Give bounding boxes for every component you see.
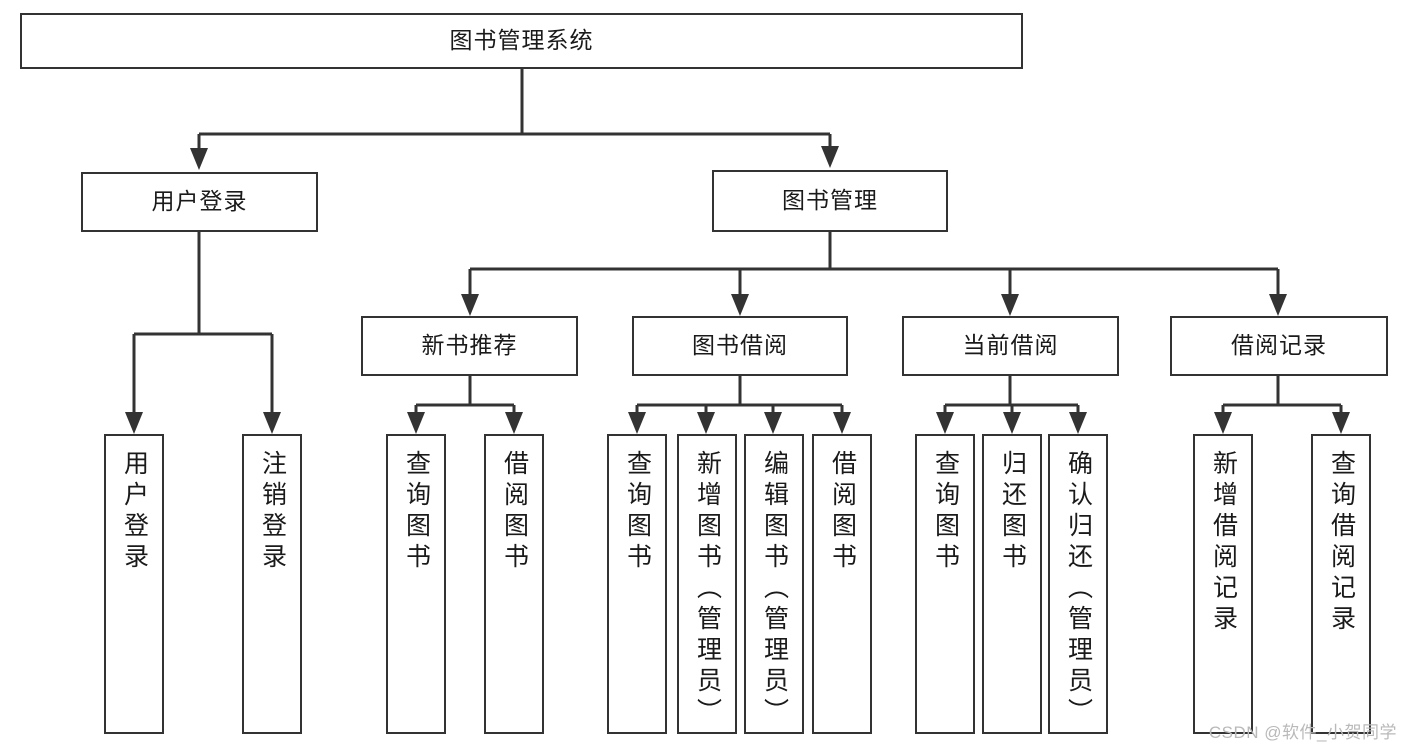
node-leaf-logout-label: 注销登录	[258, 450, 287, 574]
node-book-borrow[interactable]: 图书借阅	[632, 316, 848, 376]
node-leaf-edit-book-label: 编辑图书（管理员）	[760, 450, 789, 729]
node-current-borrow[interactable]: 当前借阅	[902, 316, 1119, 376]
node-leaf-logout[interactable]: 注销登录	[242, 434, 302, 734]
node-user-login-label: 用户登录	[151, 188, 248, 215]
node-leaf-confirm-return[interactable]: 确认归还（管理员）	[1048, 434, 1108, 734]
node-leaf-add-book[interactable]: 新增图书（管理员）	[677, 434, 737, 734]
node-new-book-recommend-label: 新书推荐	[421, 332, 518, 359]
node-leaf-query-book-1[interactable]: 查询图书	[386, 434, 446, 734]
node-leaf-borrow-book-1[interactable]: 借阅图书	[484, 434, 544, 734]
node-borrow-record-label: 借阅记录	[1231, 332, 1327, 359]
node-book-borrow-label: 图书借阅	[692, 332, 788, 359]
node-leaf-return-book[interactable]: 归还图书	[982, 434, 1042, 734]
node-current-borrow-label: 当前借阅	[962, 332, 1059, 359]
node-leaf-user-login-label: 用户登录	[120, 450, 149, 574]
node-leaf-borrow-book-2-label: 借阅图书	[828, 450, 857, 574]
node-leaf-query-book-3-label: 查询图书	[931, 450, 960, 574]
node-leaf-add-record[interactable]: 新增借阅记录	[1193, 434, 1253, 734]
node-leaf-add-record-label: 新增借阅记录	[1209, 450, 1238, 636]
node-leaf-add-book-label: 新增图书（管理员）	[693, 450, 722, 729]
node-leaf-query-book-1-label: 查询图书	[402, 450, 431, 574]
node-leaf-user-login[interactable]: 用户登录	[104, 434, 164, 734]
node-borrow-record[interactable]: 借阅记录	[1170, 316, 1388, 376]
node-leaf-query-book-2-label: 查询图书	[623, 450, 652, 574]
node-user-login[interactable]: 用户登录	[81, 172, 318, 232]
node-leaf-query-book-3[interactable]: 查询图书	[915, 434, 975, 734]
node-leaf-return-book-label: 归还图书	[998, 450, 1027, 574]
node-new-book-recommend[interactable]: 新书推荐	[361, 316, 578, 376]
node-book-management-label: 图书管理	[782, 187, 878, 214]
node-leaf-query-record[interactable]: 查询借阅记录	[1311, 434, 1371, 734]
node-root[interactable]: 图书管理系统	[20, 13, 1023, 69]
node-leaf-query-book-2[interactable]: 查询图书	[607, 434, 667, 734]
node-leaf-confirm-return-label: 确认归还（管理员）	[1064, 450, 1093, 729]
node-leaf-borrow-book-1-label: 借阅图书	[500, 450, 529, 574]
node-root-label: 图书管理系统	[449, 27, 594, 54]
node-leaf-edit-book[interactable]: 编辑图书（管理员）	[744, 434, 804, 734]
watermark-text: CSDN @软件_小贺同学	[1208, 723, 1397, 742]
node-leaf-query-record-label: 查询借阅记录	[1327, 450, 1356, 636]
node-leaf-borrow-book-2[interactable]: 借阅图书	[812, 434, 872, 734]
node-book-management[interactable]: 图书管理	[712, 170, 948, 232]
